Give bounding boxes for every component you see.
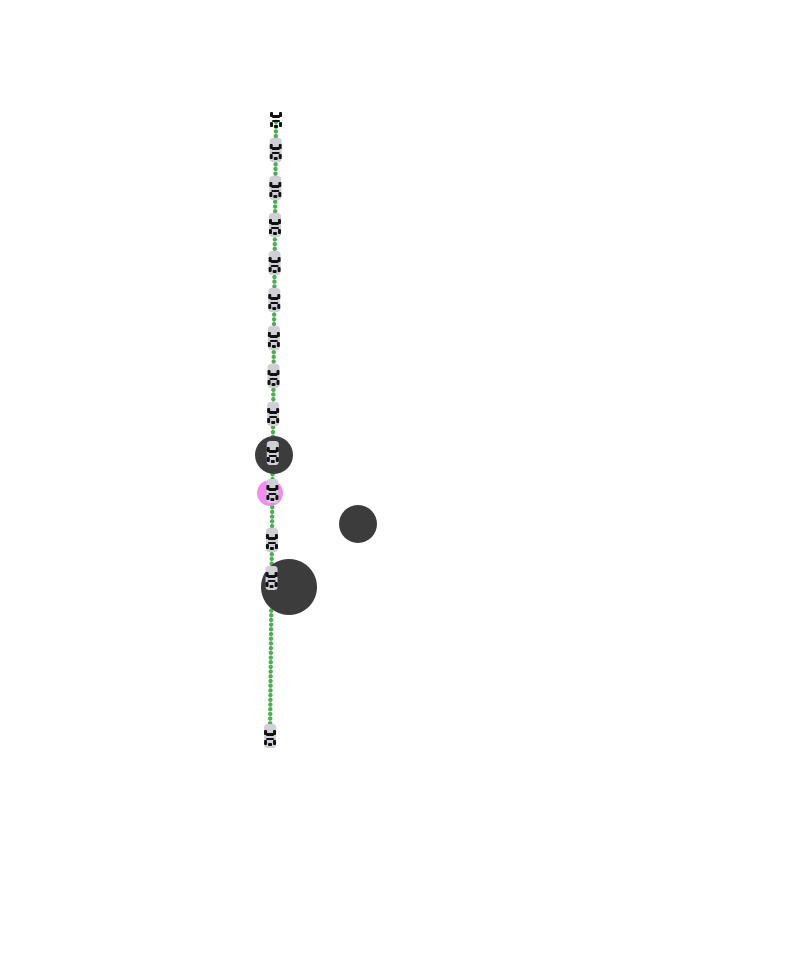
car-icon [268,213,281,237]
path-dot [272,284,277,289]
path-dot [268,692,273,698]
path-dot [271,359,276,364]
path-dot [268,702,273,707]
path-dot [268,711,273,717]
path-dot [272,237,278,242]
path-dot [269,519,275,524]
path-dot [269,556,274,562]
path-dot [272,279,277,284]
path-dot [268,660,273,665]
car-icon [265,528,278,552]
path-dot [271,349,276,355]
car-icon [270,112,283,128]
path-dot [268,622,274,627]
path-dot [272,204,278,209]
path-dot [268,683,273,688]
path-dot [268,716,273,721]
path-dot [273,129,279,134]
car-icon [266,441,279,465]
path-dot [272,209,278,214]
path-dot [268,674,273,679]
path-dot [269,551,274,557]
path-dot [271,392,276,397]
path-dot [271,317,277,322]
path-dot [271,321,277,327]
car-icon [266,479,279,503]
path-dot [268,688,273,693]
car-icon [267,402,280,426]
path-dot [269,514,275,519]
path-dot [268,707,273,712]
car-icon [267,326,280,350]
path-dot [268,655,273,660]
path-dot [271,387,276,392]
path-dot [273,166,278,172]
car-icon [264,724,277,748]
path-dot [268,697,273,703]
obstacle-circle [339,505,377,543]
path-dot [268,627,274,632]
car-icon [267,364,280,388]
path-dot [268,669,273,674]
path-dot [268,631,274,637]
path-dot [270,509,275,515]
path-dot [271,354,276,360]
car-icon [269,176,282,200]
vehicle-poses [264,112,283,748]
path-dot [271,396,276,402]
path-dot [270,505,275,510]
path-dot [272,274,277,280]
path-dot [273,199,278,205]
car-icon [269,138,282,162]
path-dot [268,617,274,623]
path-dot [270,425,276,430]
path-dot [269,523,275,529]
path-dot [268,636,274,641]
path-dot [269,613,274,618]
path-dot [270,429,276,435]
path-dot [273,171,278,176]
path-dot [268,664,273,670]
path-dot [268,641,274,646]
path-dot [268,650,274,656]
path-dot [272,241,277,247]
car-icon [265,566,278,590]
car-icon [268,288,281,312]
path-dot [273,133,279,139]
path-dot [273,162,278,167]
path-dot [271,312,277,317]
path-dot [268,678,273,684]
path-dot [268,645,274,651]
path-dot [272,246,277,252]
car-icon [268,251,281,275]
